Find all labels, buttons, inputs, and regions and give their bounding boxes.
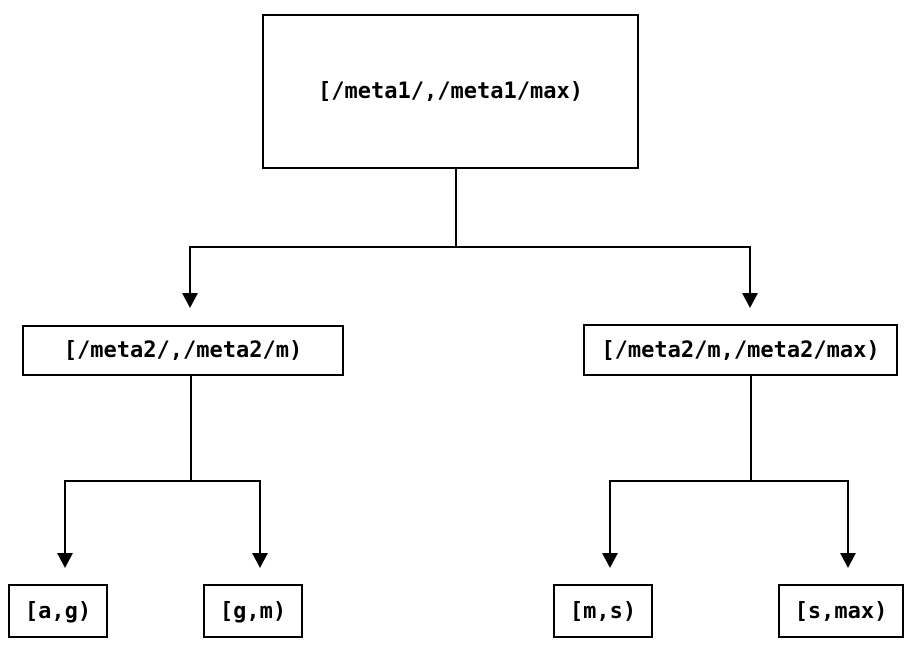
arrowhead-icon <box>742 293 758 308</box>
node-label: [/meta2/m,/meta2/max) <box>601 337 880 363</box>
node-label: [s,max) <box>794 598 888 624</box>
node-label: [/meta2/,/meta2/m) <box>63 338 303 363</box>
arrowhead-icon <box>182 293 198 308</box>
node-meta2-upper-range: [/meta2/m,/meta2/max) <box>583 324 898 376</box>
arrowhead-icon <box>252 553 268 568</box>
node-leaf-a-g: [a,g) <box>8 584 108 638</box>
arrowhead-icon <box>840 553 856 568</box>
node-leaf-g-m: [g,m) <box>203 584 303 638</box>
node-meta2-lower-range: [/meta2/,/meta2/m) <box>22 325 344 376</box>
node-leaf-s-max: [s,max) <box>778 584 904 638</box>
node-leaf-m-s: [m,s) <box>553 584 653 638</box>
node-label: [m,s) <box>569 598 637 624</box>
node-label: [g,m) <box>219 598 287 624</box>
node-label: [/meta1/,/meta1/max) <box>318 79 583 104</box>
node-root-range: [/meta1/,/meta1/max) <box>262 14 639 169</box>
arrowhead-icon <box>602 553 618 568</box>
arrowhead-icon <box>57 553 73 568</box>
node-label: [a,g) <box>24 598 92 624</box>
